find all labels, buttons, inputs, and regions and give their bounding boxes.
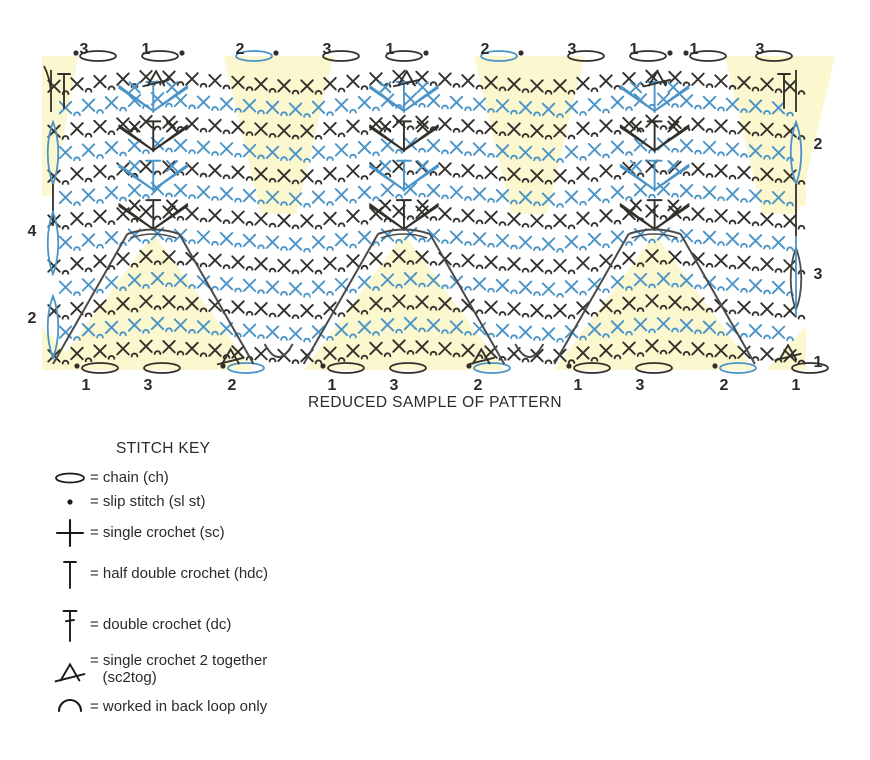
chart-number-label: 2 — [481, 41, 490, 58]
chart-number-label: 2 — [236, 41, 245, 58]
chain-symbol — [50, 458, 90, 498]
sc2tog-icon — [54, 662, 86, 683]
stitch-key-title: STITCH KEY — [116, 440, 211, 457]
motif-outline-layer — [52, 228, 756, 365]
chart-number-label: 1 — [386, 41, 395, 58]
chart-caption: REDUCED SAMPLE OF PATTERN — [307, 394, 562, 411]
chart-number-label: 1 — [690, 41, 699, 58]
stitch-key-item: = double crochet (dc) — [50, 605, 231, 645]
stitch-key-label: = double crochet (dc) — [90, 616, 232, 634]
stitch-key-item: = slip stitch (sl st) — [50, 482, 205, 522]
chart-number-label: 3 — [390, 377, 399, 394]
chart-number-label: 3 — [636, 377, 645, 394]
chart-number-label: 3 — [568, 41, 577, 58]
stitch-key-item: = single crochet (sc) — [50, 513, 225, 553]
chart-number-label: 1 — [630, 41, 639, 58]
chart-number-label: 3 — [144, 377, 153, 394]
stitch-key-label: = slip stitch (sl st) — [90, 493, 206, 511]
chart-number-label: 1 — [574, 377, 583, 394]
chart-number-label: 1 — [792, 377, 801, 394]
chart-number-label: 3 — [323, 41, 332, 58]
stitch-layer — [43, 50, 829, 374]
stitch-key-item: = single crochet 2 together (sc2tog) — [50, 650, 267, 690]
stitch-key-item: = half double crochet (hdc) — [50, 554, 268, 594]
dc-icon — [62, 610, 78, 642]
chart-number-label: 2 — [814, 136, 823, 153]
slip-symbol — [50, 482, 90, 522]
slip-icon — [67, 499, 73, 505]
chain-icon — [55, 472, 85, 484]
dc-symbol — [50, 605, 90, 645]
stitch-key-label: = worked in back loop only — [90, 698, 268, 716]
chart-number-label: 2 — [228, 377, 237, 394]
hdc-icon — [63, 561, 77, 589]
stitch-key-label: = half double crochet (hdc) — [90, 565, 269, 583]
sc-icon — [55, 518, 85, 548]
chart-number-label: 2 — [28, 310, 37, 327]
stitch-key-label: = single crochet (sc) — [90, 524, 225, 542]
chart-number-label: 1 — [142, 41, 151, 58]
stitch-key-item: = worked in back loop only — [50, 687, 267, 727]
chart-number-label: 3 — [814, 266, 823, 283]
chart-number-label: 2 — [474, 377, 483, 394]
hdc-symbol — [50, 554, 90, 594]
stitch-key: STITCH KEY = chain (ch) = slip stitch (sl… — [0, 432, 870, 722]
chart-number-label: 1 — [82, 377, 91, 394]
chart-number-label: 2 — [720, 377, 729, 394]
stitch-key-label: = single crochet 2 together (sc2tog) — [90, 652, 268, 686]
backloop-icon — [57, 699, 83, 713]
chart-number-label: 1 — [814, 354, 823, 371]
chart-number-label: 4 — [28, 223, 37, 240]
sc2tog-symbol — [50, 650, 90, 690]
sc-symbol — [50, 513, 90, 553]
chart-number-label: 1 — [328, 377, 337, 394]
chart-number-label: 3 — [756, 41, 765, 58]
stitch-key-label: = chain (ch) — [90, 469, 169, 487]
chart-number-label: 3 — [80, 41, 89, 58]
stitch-key-item: = chain (ch) — [50, 458, 169, 498]
backloop-symbol — [50, 687, 90, 727]
